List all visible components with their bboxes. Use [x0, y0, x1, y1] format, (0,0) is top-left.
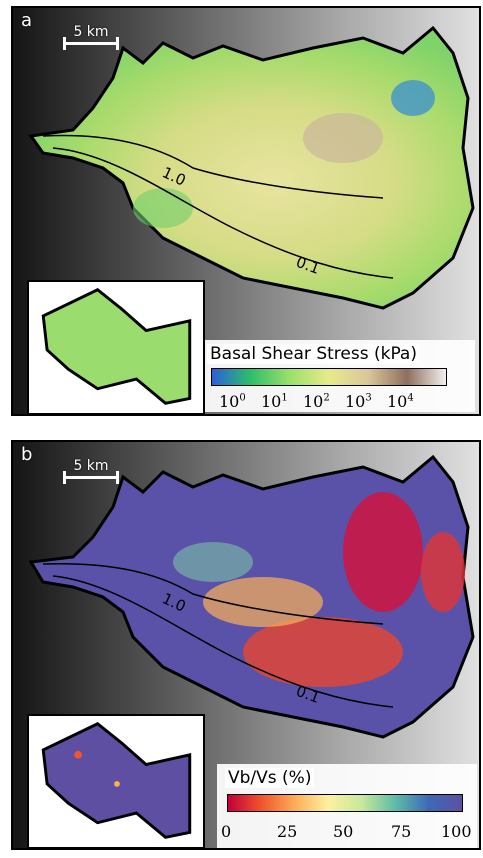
- tick-label-3: 103: [345, 392, 372, 411]
- tick-label-4: 104: [387, 392, 414, 411]
- high-stress-patch: [303, 113, 383, 163]
- scale-label: 5 km: [73, 458, 109, 474]
- inset-glacier: [41, 288, 192, 405]
- tick-label-75: 75: [391, 822, 412, 841]
- panel-label: a: [21, 10, 33, 31]
- tick-label-1: 101: [261, 392, 288, 411]
- panel-b: 1.0 0.1 b 5 km Vb/Vs (%) 0 25 50 75 100: [11, 440, 481, 850]
- colorbar-title: Vb/Vs (%): [225, 768, 315, 788]
- tick-label-2: 102: [303, 392, 330, 411]
- tick-label-0: 100: [219, 392, 246, 411]
- contour-01: [52, 575, 394, 708]
- contour-01: [52, 147, 394, 279]
- scale-line: [63, 37, 119, 50]
- tick-label-100: 100: [441, 822, 472, 841]
- low-ratio-patch: [173, 542, 253, 582]
- contour-1: [42, 562, 384, 625]
- high-ratio-patch: [343, 492, 423, 612]
- scale-label: 5 km: [73, 24, 109, 40]
- tick-label-25: 25: [277, 822, 298, 841]
- panel-a: 1.0 0.1 a 5 km Basal Shear Stress (kPa) …: [11, 6, 481, 416]
- panel-label: b: [21, 444, 33, 465]
- inset-map: [27, 280, 205, 414]
- inset-hot-spot: [74, 750, 83, 759]
- east-high-patch: [421, 532, 465, 612]
- inset-glacier: [41, 722, 192, 839]
- inset-svg: [41, 722, 192, 839]
- mid-stress-patch: [133, 188, 193, 228]
- colorbar: [211, 368, 447, 386]
- high-ratio-band: [243, 617, 403, 687]
- scale-bar: 5 km: [63, 24, 119, 50]
- contour-1: [42, 134, 384, 199]
- colorbar: [227, 794, 463, 812]
- scale-bar: 5 km: [63, 458, 119, 484]
- colorbar-title: Basal Shear Stress (kPa): [207, 344, 420, 364]
- scale-line: [63, 471, 119, 484]
- low-stress-patch: [391, 80, 435, 116]
- tick-label-50: 50: [333, 822, 354, 841]
- inset-map: [27, 714, 205, 848]
- tick-label-0: 0: [221, 822, 232, 841]
- inset-warm-spot: [114, 781, 120, 787]
- inset-svg: [41, 288, 192, 405]
